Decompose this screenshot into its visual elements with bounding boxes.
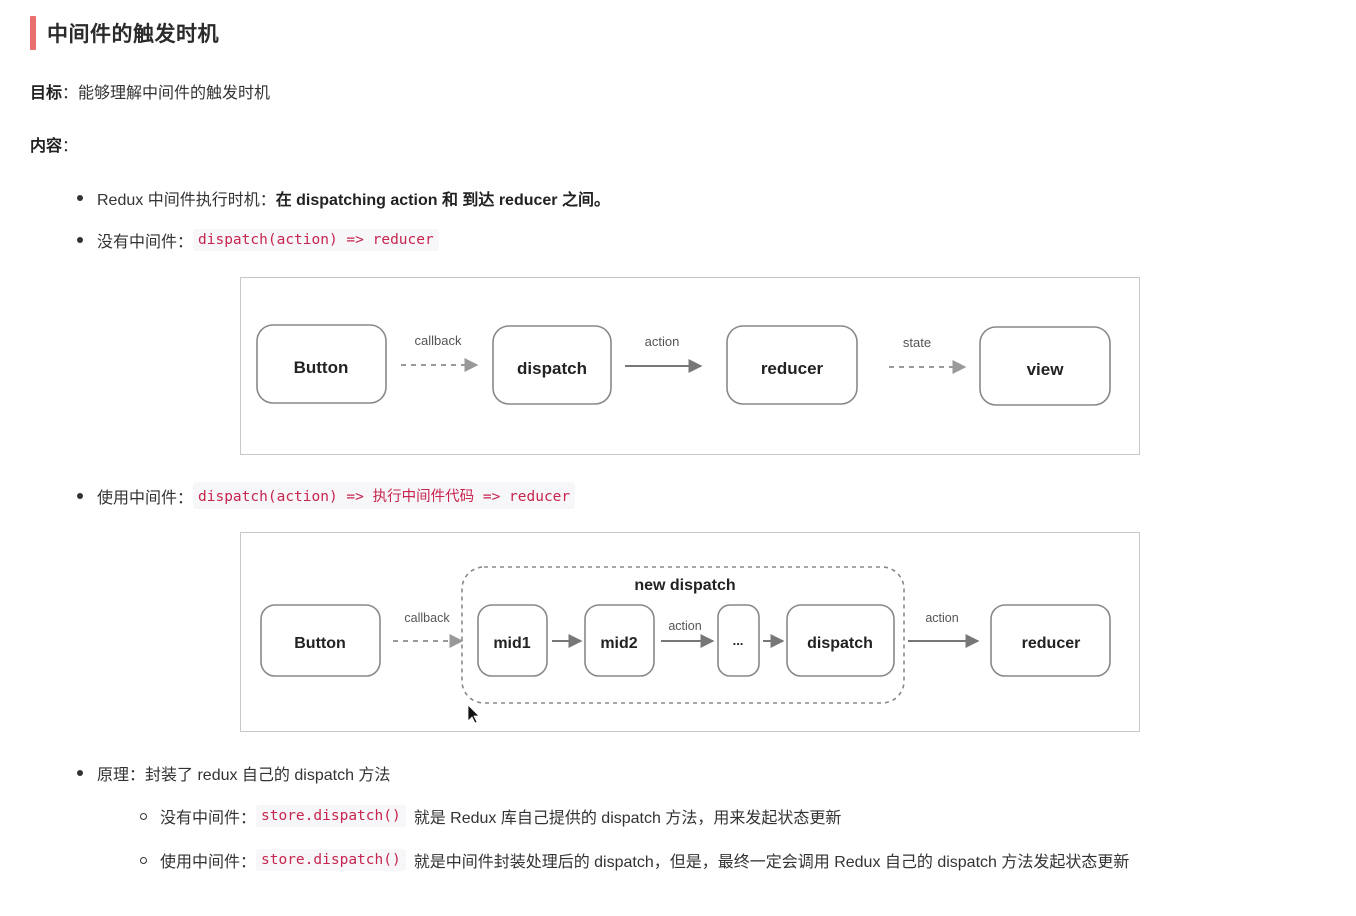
content-line: 内容： xyxy=(30,132,78,156)
bullet-dot xyxy=(77,492,83,499)
bullet3-code: dispatch(action) => 执行中间件代码 => reducer xyxy=(193,482,576,509)
svg-text:reducer: reducer xyxy=(1022,635,1081,652)
goal-text: 能够理解中间件的触发时机 xyxy=(78,85,271,102)
bullet-dot xyxy=(77,195,83,201)
bullet-dot xyxy=(77,770,83,776)
node-button: Button xyxy=(256,324,387,404)
edge-callback: callback xyxy=(401,333,479,372)
svg-text:action: action xyxy=(925,611,958,625)
mouse-cursor-icon xyxy=(467,704,480,724)
heading-accent-bar xyxy=(30,16,36,50)
goal-line: 目标：能够理解中间件的触发时机 xyxy=(30,79,270,103)
goal-sep: ： xyxy=(62,85,79,102)
svg-text:state: state xyxy=(903,335,931,350)
list-item: 没有中间件： store.dispatch() 就是 Redux 库自己提供的 … xyxy=(140,804,841,828)
list-item: 使用中间件： store.dispatch() 就是中间件封装处理后的 disp… xyxy=(140,848,1129,872)
bullet1-strong: 在 dispatching action 和 到达 reducer 之间。 xyxy=(275,192,610,209)
sub2-code: store.dispatch() xyxy=(256,849,406,871)
list-item: 没有中间件： dispatch(action) => reducer xyxy=(77,228,439,252)
content-label: 内容 xyxy=(30,138,63,155)
node-ellipsis: ... xyxy=(717,604,760,677)
edge-state: state xyxy=(889,335,967,374)
bullet2-prefix: 没有中间件： xyxy=(97,234,194,251)
diagram-with-middleware: new dispatch Button callback mid1 mid2 a… xyxy=(240,532,1140,732)
svg-text:callback: callback xyxy=(415,333,462,348)
svg-text:dispatch: dispatch xyxy=(517,359,587,378)
edge-callback: callback xyxy=(393,611,464,648)
edge-action-inner: action xyxy=(661,619,715,648)
node-mid2: mid2 xyxy=(584,604,655,677)
node-mid1: mid1 xyxy=(477,604,548,677)
sub-bullet-ring xyxy=(140,812,147,820)
edge-action: action xyxy=(625,334,703,373)
svg-text:callback: callback xyxy=(404,611,450,625)
page-title: 中间件的触发时机 xyxy=(47,23,219,46)
diagram-without-middleware: Button callback dispatch action reducer … xyxy=(240,277,1140,455)
section-heading: 中间件的触发时机 xyxy=(30,16,219,50)
svg-text:Button: Button xyxy=(294,635,346,652)
node-reducer: reducer xyxy=(990,604,1111,677)
sub1-prefix: 没有中间件： xyxy=(160,810,257,827)
svg-text:...: ... xyxy=(733,633,744,648)
svg-text:mid1: mid1 xyxy=(493,635,530,652)
node-view: view xyxy=(979,326,1111,406)
svg-text:dispatch: dispatch xyxy=(807,635,873,652)
bullet1-prefix: Redux 中间件执行时机： xyxy=(97,192,276,209)
bullet-dot xyxy=(77,237,83,243)
sub1-suffix: 就是 Redux 库自己提供的 dispatch 方法，用来发起状态更新 xyxy=(413,810,842,827)
node-dispatch: dispatch xyxy=(786,604,895,677)
bullet4-text: 封装了 redux 自己的 dispatch 方法 xyxy=(145,767,391,784)
sub2-suffix: 就是中间件封装处理后的 dispatch，但是，最终一定会调用 Redux 自己… xyxy=(413,854,1130,871)
node-reducer: reducer xyxy=(726,325,858,405)
new-dispatch-group: new dispatch xyxy=(461,566,905,704)
content-sep: ： xyxy=(62,138,79,155)
sub1-code: store.dispatch() xyxy=(256,805,406,827)
list-item: 使用中间件： dispatch(action) => 执行中间件代码 => re… xyxy=(77,482,576,509)
edge-action-outer: action xyxy=(908,611,980,648)
svg-text:reducer: reducer xyxy=(761,359,824,378)
svg-text:view: view xyxy=(1027,360,1065,379)
sub2-prefix: 使用中间件： xyxy=(160,854,257,871)
node-button: Button xyxy=(260,604,381,677)
sub-bullet-ring xyxy=(140,856,147,864)
bullet4-prefix: 原理： xyxy=(97,767,146,784)
svg-text:Button: Button xyxy=(294,358,349,377)
bullet3-prefix: 使用中间件： xyxy=(97,489,194,507)
svg-text:new dispatch: new dispatch xyxy=(634,577,735,594)
list-item: 原理： 封装了 redux 自己的 dispatch 方法 xyxy=(77,761,390,785)
list-item: Redux 中间件执行时机： 在 dispatching action 和 到达… xyxy=(77,186,610,210)
svg-text:mid2: mid2 xyxy=(600,635,637,652)
svg-text:action: action xyxy=(668,619,701,633)
bullet2-code: dispatch(action) => reducer xyxy=(193,229,439,251)
node-dispatch: dispatch xyxy=(492,325,612,405)
svg-text:action: action xyxy=(645,334,680,349)
goal-label: 目标 xyxy=(30,85,63,102)
